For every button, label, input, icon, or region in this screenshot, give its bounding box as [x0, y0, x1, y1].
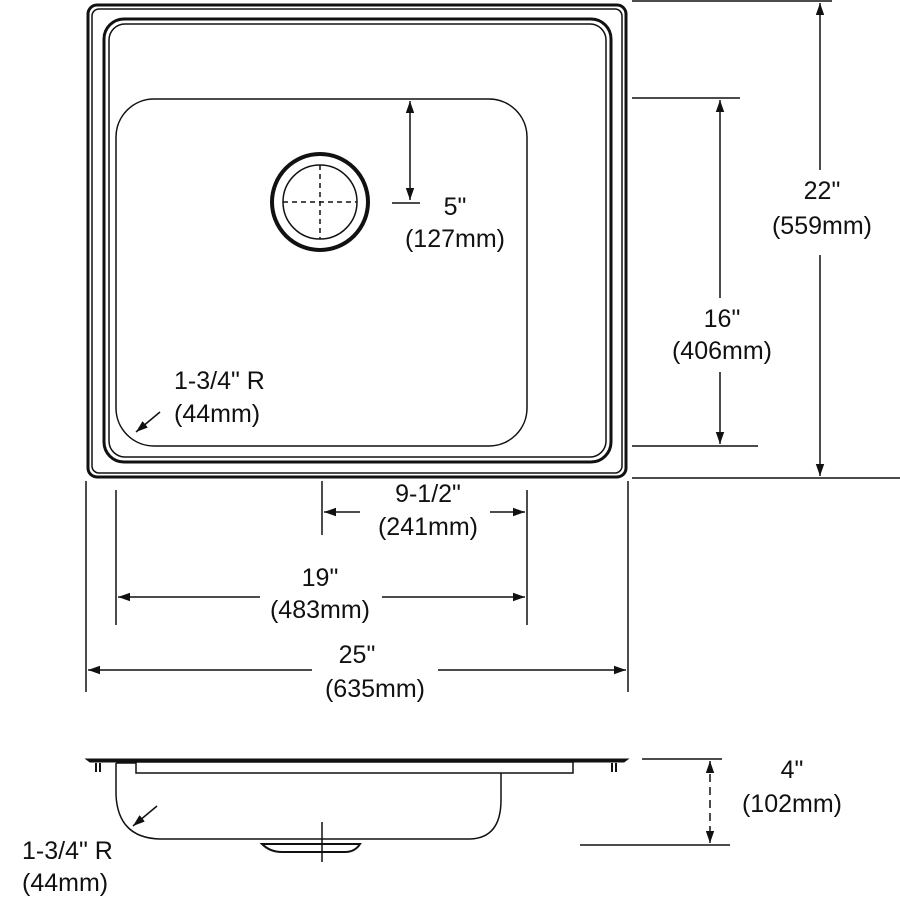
side-corner-radius-arrow [132, 805, 158, 827]
side-drain [259, 843, 362, 853]
bowl-width-imperial: 19" [302, 564, 339, 592]
drain-to-edge-imperial: 9-1/2" [395, 480, 461, 508]
inner-rim-edge [108, 23, 607, 458]
drain-offset-metric: (127mm) [405, 225, 505, 253]
overall-width-imperial: 25" [339, 641, 376, 669]
drain [270, 152, 370, 252]
mounting-clips [95, 763, 617, 772]
bowl-width-metric: (483mm) [270, 596, 370, 624]
depth-metric: (102mm) [742, 790, 842, 818]
overall-width-metric: (635mm) [325, 675, 425, 703]
side-bowl [115, 763, 502, 840]
corner-radius-arrow [135, 411, 161, 433]
corner-radius-imperial: 1-3/4" R [174, 367, 265, 395]
bowl-length-metric: (406mm) [672, 337, 772, 365]
bowl-length-imperial: 16" [704, 305, 741, 333]
inner-rim [102, 17, 613, 464]
drain-offset-imperial: 5" [444, 193, 467, 221]
side-view: 1-3/4" R (44mm) 4" (102mm) [22, 756, 842, 897]
drain-to-edge-metric: (241mm) [378, 513, 478, 541]
side-corner-radius-imperial: 1-3/4" R [22, 837, 113, 865]
bowl [115, 98, 528, 447]
corner-radius-metric: (44mm) [174, 400, 260, 428]
depth-imperial: 4" [781, 756, 804, 784]
outer-rim-inner-edge [91, 8, 623, 474]
top-view: 5" (127mm) 16" (406mm) 22" (559mm) 1-3/4… [85, 0, 900, 703]
side-channel [135, 761, 574, 774]
overall-length-metric: (559mm) [772, 212, 872, 240]
side-corner-radius-metric: (44mm) [22, 869, 108, 897]
overall-length-imperial: 22" [804, 177, 841, 205]
outer-rim [86, 3, 628, 479]
